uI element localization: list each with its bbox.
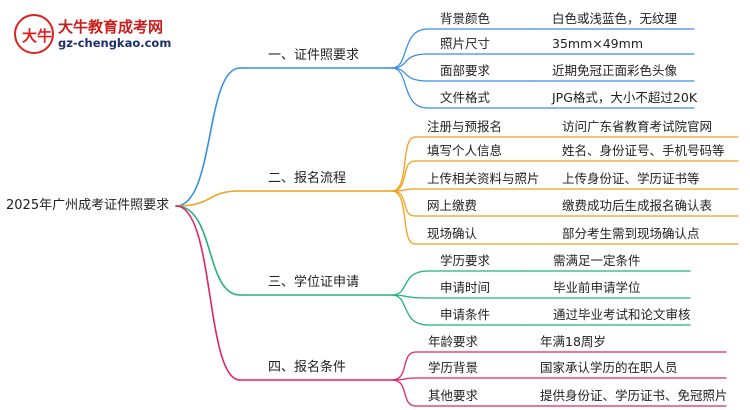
leaf-key: 填写个人信息 bbox=[427, 143, 503, 158]
branch-label: 四、报名条件 bbox=[268, 360, 347, 375]
leaf-key: 学历背景 bbox=[428, 360, 479, 375]
branch-label: 二、报名流程 bbox=[268, 171, 347, 186]
leaf-key: 申请条件 bbox=[440, 307, 491, 322]
leaf-value: 姓名、身份证号、手机号码等 bbox=[562, 143, 725, 158]
leaf-value: 需满足一定条件 bbox=[553, 253, 641, 268]
leaf-connector bbox=[391, 294, 429, 326]
leaf-connector bbox=[391, 67, 429, 109]
leaf-key: 注册与预报名 bbox=[427, 119, 503, 134]
leaf-value: 年满18周岁 bbox=[540, 334, 606, 349]
logo-emblem-icon: 大牛 bbox=[14, 14, 54, 54]
logo-emblem-text: 大牛 bbox=[22, 27, 53, 45]
leaf-value: 通过毕业考试和论文审核 bbox=[553, 307, 691, 322]
branch-label: 一、证件照要求 bbox=[268, 48, 360, 63]
leaf-connector bbox=[391, 28, 429, 69]
branch-connector bbox=[175, 190, 241, 207]
leaf-value: 访问广东省教育考试院官网 bbox=[562, 119, 713, 134]
leaf-key: 上传相关资料与照片 bbox=[427, 171, 540, 186]
leaf-key: 学历要求 bbox=[440, 253, 491, 268]
leaf-value: 近期免冠正面彩色头像 bbox=[552, 63, 678, 78]
leaf-key: 年龄要求 bbox=[428, 334, 479, 349]
leaf-connector bbox=[391, 270, 429, 296]
leaf-value: 白色或浅蓝色，无纹理 bbox=[552, 11, 678, 26]
leaf-value: 缴费成功后生成报名确认表 bbox=[562, 198, 713, 213]
branch-connector bbox=[175, 205, 241, 296]
logo-url: gz-chengkao.com bbox=[58, 36, 172, 50]
leaf-key: 其他要求 bbox=[428, 388, 479, 403]
logo-brand: 大牛教育成考网 bbox=[58, 18, 164, 36]
leaf-connector bbox=[391, 136, 416, 192]
branch-connector bbox=[175, 205, 241, 381]
branch-label: 三、学位证申请 bbox=[268, 275, 360, 290]
leaf-value: 部分考生需到现场确认点 bbox=[562, 226, 700, 241]
leaf-value: JPG格式，大小不超过20K bbox=[552, 90, 698, 105]
branch-connector bbox=[175, 67, 241, 207]
leaf-key: 申请时间 bbox=[440, 280, 491, 295]
leaf-connector bbox=[391, 190, 416, 245]
root-topic: 2025年广州成考证件照要求 bbox=[6, 198, 170, 213]
leaf-value: 国家承认学历的在职人员 bbox=[540, 360, 678, 375]
leaf-key: 照片尺寸 bbox=[440, 36, 491, 51]
leaf-value: 上传身份证、学历证书等 bbox=[562, 171, 700, 186]
leaf-value: 毕业前申请学位 bbox=[553, 280, 641, 295]
leaf-key: 面部要求 bbox=[440, 63, 491, 78]
leaf-value: 提供身份证、学历证书、免冠照片 bbox=[540, 388, 728, 403]
leaf-connector bbox=[391, 160, 416, 192]
leaf-connector bbox=[391, 379, 417, 407]
leaf-connector bbox=[391, 351, 417, 381]
leaf-key: 文件格式 bbox=[440, 90, 491, 105]
leaf-key: 背景颜色 bbox=[440, 11, 491, 26]
leaf-key: 网上缴费 bbox=[427, 198, 478, 213]
leaf-key: 现场确认 bbox=[427, 226, 478, 241]
leaf-value: 35mm×49mm bbox=[552, 36, 643, 51]
